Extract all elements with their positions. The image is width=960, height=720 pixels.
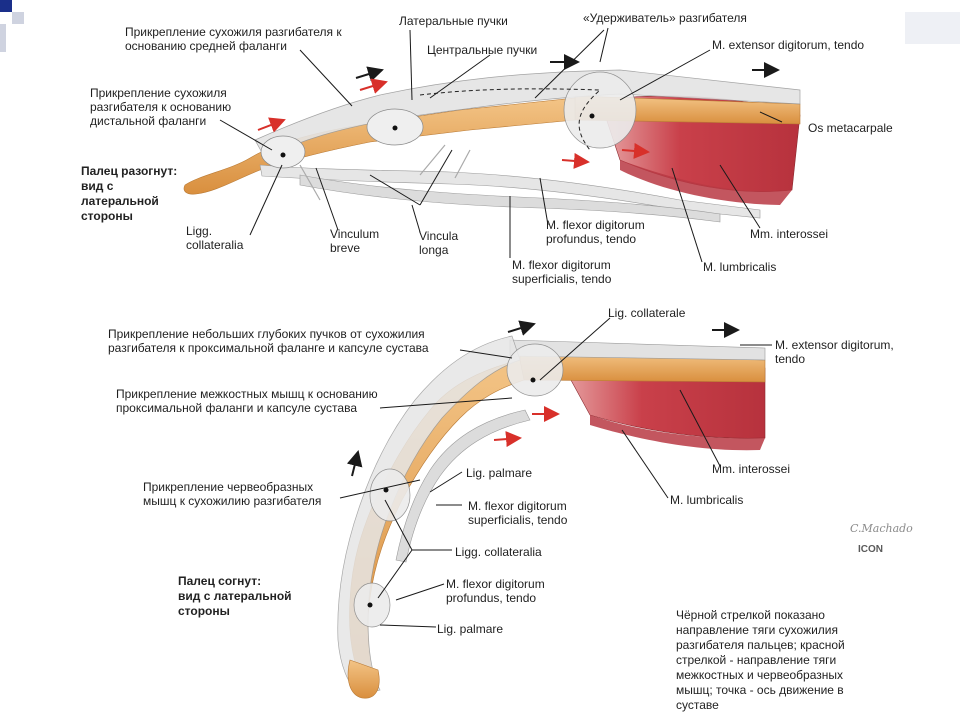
label-mm-interossei-top: Mm. interossei (750, 227, 829, 241)
extended-finger-drawing (183, 54, 801, 223)
flexed-finger-drawing (337, 320, 766, 699)
label-attach-distal-phalanx: Прикрепление сухожиля разгибателя к осно… (90, 86, 232, 128)
label-central-bands: Центральные пучки (427, 43, 538, 57)
label-attach-deep-bands: Прикрепление небольших глубоких пучков о… (108, 327, 429, 355)
label-lumbricalis-bottom: M. lumbricalis (670, 493, 744, 507)
label-lig-collaterale: Lig. collaterale (608, 306, 686, 320)
label-os-metacarpale: Os metacarpale (808, 121, 893, 135)
label-flexor-profundus-top: M. flexor digitorum profundus, tendo (546, 218, 645, 246)
label-extensor-tendon-top: M. extensor digitorum, tendo (712, 38, 865, 52)
label-flexor-superficialis-top: M. flexor digitorum superficialis, tendo (512, 258, 612, 286)
label-extensor-tendon-bottom: M. extensor digitorum, tendo (775, 338, 894, 366)
label-lig-palmare-lower: Lig. palmare (437, 622, 504, 636)
arrow-legend-note: Чёрной стрелкой показано направление тяг… (676, 608, 845, 712)
label-flexor-superficialis-bottom: M. flexor digitorum superficialis, tendo (468, 499, 568, 527)
label-mm-interossei-bottom: Mm. interossei (712, 462, 791, 476)
label-attach-interossei: Прикрепление межкостных мышц к основанию… (116, 387, 378, 415)
caption-flexed-finger: Палец согнут: вид с латеральной стороны (178, 574, 292, 618)
leader-lines (219, 27, 783, 628)
caption-extended-finger: Палец разогнут: вид с латеральной сторон… (81, 164, 178, 223)
label-vincula-longa: Vincula longa (419, 229, 459, 257)
label-lateral-bands: Латеральные пучки (399, 14, 508, 28)
label-lumbricalis-top: M. lumbricalis (703, 260, 777, 274)
corner-square-blue (0, 0, 12, 12)
label-ligg-collateralia-top: Ligg. collateralia (186, 224, 244, 252)
label-attach-lumbricals: Прикрепление червеобразных мышц к сухожи… (143, 480, 322, 508)
corner-band (905, 12, 960, 44)
label-lig-palmare-upper: Lig. palmare (466, 466, 533, 480)
label-ligg-collateralia-bottom: Ligg. collateralia (455, 545, 542, 559)
label-extensor-retinaculum: «Удерживатель» разгибателя (583, 11, 747, 25)
label-vinculum-breve: Vinculum breve (330, 227, 380, 255)
publisher-logo: ICON (858, 544, 883, 555)
corner-strip (0, 24, 6, 52)
label-flexor-profundus-bottom: M. flexor digitorum profundus, tendo (446, 577, 545, 605)
corner-square-grey (12, 12, 24, 24)
label-attach-middle-phalanx: Прикрепление сухожиля разгибателя к осно… (125, 25, 342, 53)
illustrator-signature: C.Machado (850, 522, 913, 535)
